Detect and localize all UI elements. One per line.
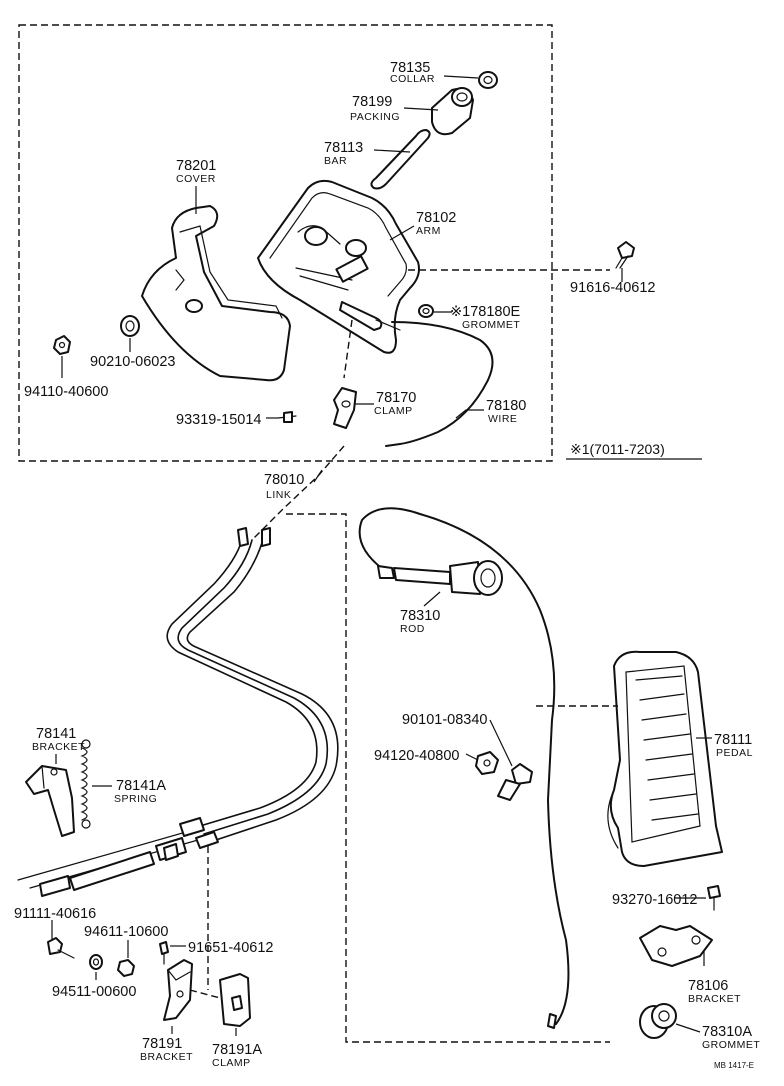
label-78310A-name: GROMMET	[702, 1039, 760, 1051]
label-94110-num: 94110-40600	[24, 384, 108, 400]
packing-78199-drawing	[431, 87, 474, 136]
bracket-78141-drawing	[25, 765, 75, 837]
bolt-90101-drawing	[497, 763, 533, 801]
bolt-93319-drawing	[277, 411, 297, 423]
link-dashed-2	[286, 513, 610, 1043]
bolt-91651-drawing	[159, 941, 169, 965]
bolt-93270-drawing	[707, 885, 721, 911]
label-78191-num: 78191	[142, 1036, 182, 1052]
label-78310-num: 78310	[400, 608, 440, 624]
label-78111-num: 78111	[714, 732, 752, 748]
label-78199-name: PACKING	[350, 111, 400, 123]
label-91651-num: 91651-40612	[188, 940, 273, 956]
label-93270-num: 93270-16012	[612, 892, 697, 908]
spring-78141A-drawing	[80, 739, 91, 829]
label-94120-num: 94120-40800	[374, 748, 459, 764]
label-78106-num: 78106	[688, 978, 728, 994]
bracket-78106-drawing	[639, 925, 713, 967]
cover-78201-drawing	[141, 205, 291, 382]
drawing-code: MB 1417-E	[714, 1061, 754, 1070]
label-78010-name: LINK	[266, 489, 291, 501]
label-78113-name: BAR	[324, 155, 347, 167]
washer-94511-drawing	[89, 954, 103, 970]
label-78170-num: 78170	[376, 390, 416, 406]
link-rods-drawing	[166, 527, 339, 843]
nut-94110-drawing	[53, 335, 71, 355]
label-78141A-num: 78141A	[116, 778, 166, 794]
arm-to-clamp-dashed	[343, 319, 353, 379]
label-78141-name: BRACKET	[32, 741, 85, 753]
label-178180E-num: ※178180E	[450, 304, 521, 320]
collar-78135-drawing	[478, 71, 498, 89]
pedal-78111-drawing	[607, 650, 723, 867]
label-78191A-num: 78191A	[212, 1042, 262, 1058]
bolt-91111-drawing	[47, 937, 75, 959]
label-78191A-name: CLAMP	[212, 1057, 251, 1069]
label-78310-name: ROD	[400, 623, 425, 635]
label-78201-num: 78201	[176, 158, 216, 174]
label-90101-num: 90101-08340	[402, 712, 487, 728]
group-box	[18, 24, 553, 462]
label-78135-name: COLLAR	[390, 73, 435, 85]
arm-78102-drawing	[257, 179, 420, 354]
bar-78113-drawing	[370, 129, 431, 190]
label-78180-name: WIRE	[488, 413, 517, 425]
label-78201-name: COVER	[176, 173, 216, 185]
rod-78310-drawing	[358, 507, 570, 1029]
bolt-91616-drawing	[615, 241, 635, 269]
lower-cable-drawing	[17, 817, 219, 897]
grommet-178180E-drawing	[418, 304, 434, 318]
bracket-78191-drawing	[163, 959, 193, 1021]
label-94611-num: 94611-10600	[84, 924, 168, 940]
clamp-78170-drawing	[333, 387, 357, 429]
label-78141-num: 78141	[36, 726, 76, 742]
clamp-78191A-drawing	[219, 973, 251, 1027]
label-93319-num: 93319-15014	[176, 412, 261, 428]
label-78310A-num: 78310A	[702, 1024, 752, 1040]
grommet-90210-drawing	[120, 315, 140, 337]
leader-lines	[51, 75, 712, 1036]
label-78135-num: 78135	[390, 60, 430, 76]
note-label: ※1(7011-7203)	[570, 441, 665, 457]
label-78113-num: 78113	[324, 140, 363, 156]
label-78170-name: CLAMP	[374, 405, 413, 417]
label-78180-num: 78180	[486, 398, 526, 414]
label-78010-num: 78010	[264, 472, 304, 488]
grommet-78310A-drawing	[639, 1003, 677, 1039]
label-78141A-name: SPRING	[114, 793, 157, 805]
label-78199-num: 78199	[352, 94, 392, 110]
label-78102-name: ARM	[416, 225, 441, 237]
nut-94120-drawing	[475, 751, 499, 775]
nut-94611-drawing	[117, 959, 135, 977]
label-78191-name: BRACKET	[140, 1051, 193, 1063]
label-178180E-name: GROMMET	[462, 319, 520, 331]
label-94511-num: 94511-00600	[52, 984, 136, 1000]
label-78111-name: PEDAL	[716, 747, 753, 759]
label-91111-num: 91111-40616	[14, 906, 96, 922]
label-91616-num: 91616-40612	[570, 280, 655, 296]
label-78102-num: 78102	[416, 210, 456, 226]
label-78106-name: BRACKET	[688, 993, 741, 1005]
label-90210-num: 90210-06023	[90, 354, 175, 370]
bracket-clamp-dashed	[189, 989, 221, 999]
wire-78180-drawing	[385, 321, 494, 447]
